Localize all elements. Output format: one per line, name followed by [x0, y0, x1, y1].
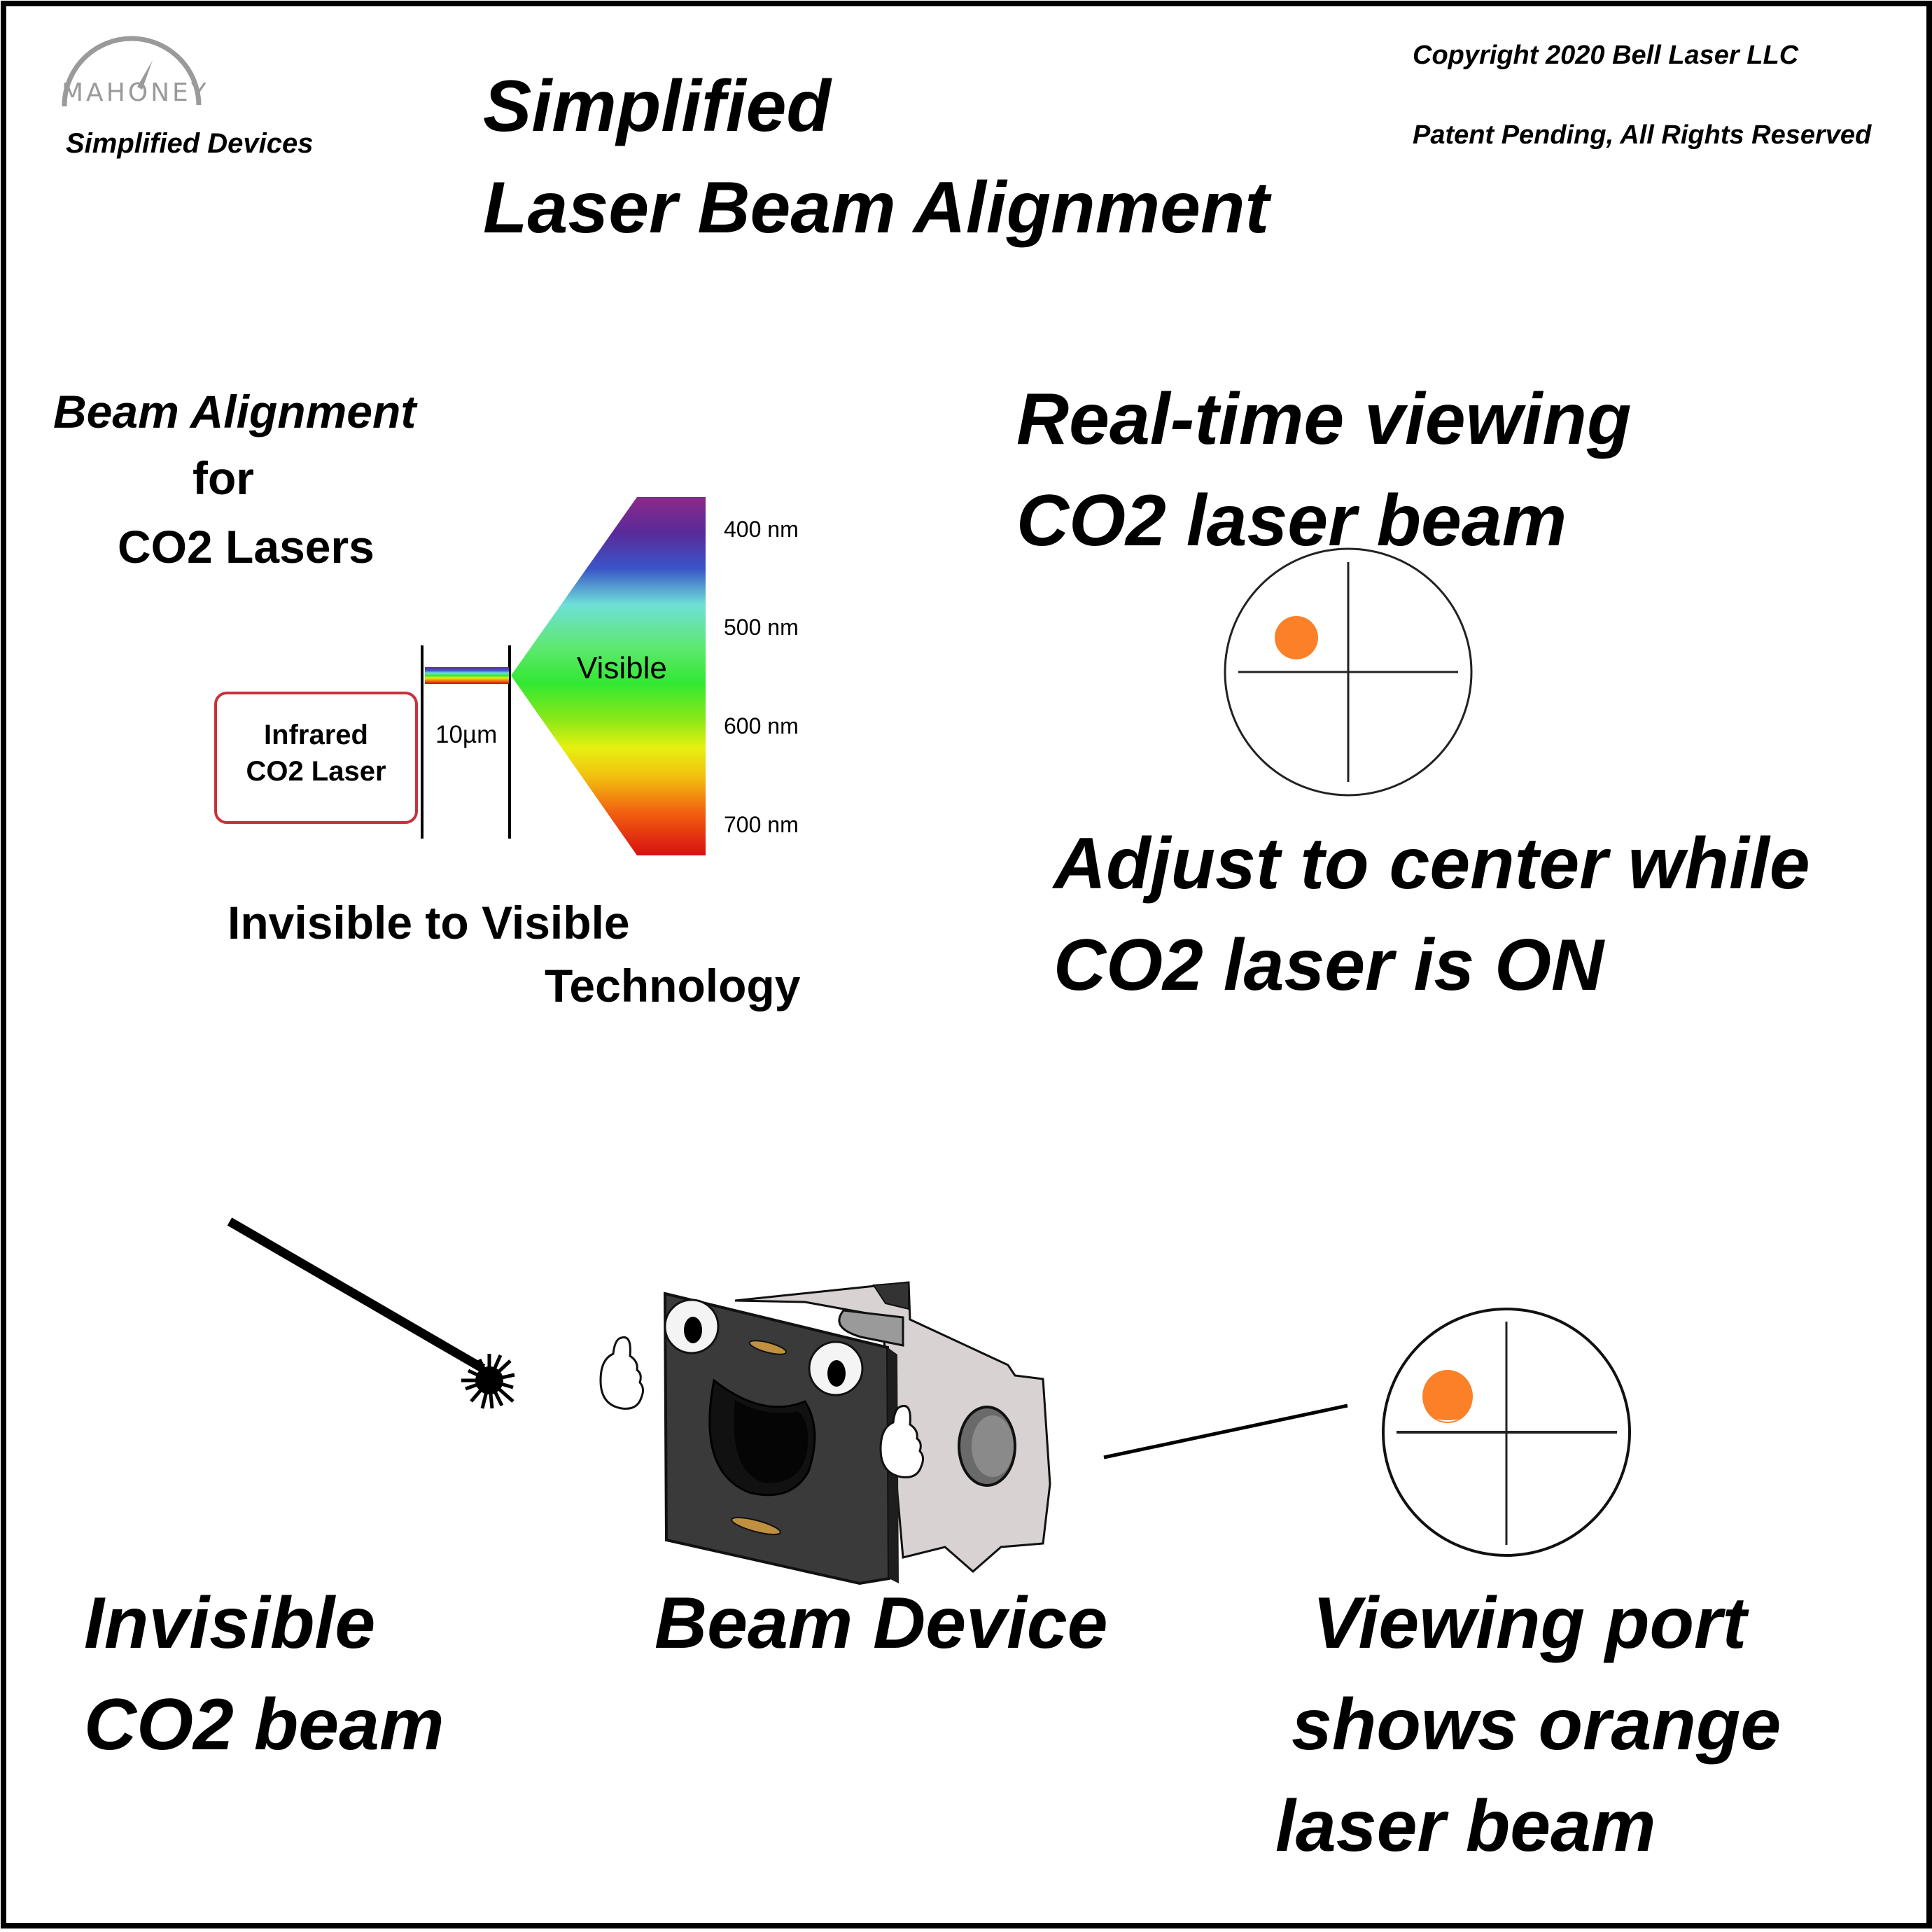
- realtime-heading-line1: Real-time viewing: [1016, 379, 1632, 460]
- ir-box-line2: CO2 Laser: [246, 756, 386, 787]
- device-caption: Beam Device: [654, 1583, 1108, 1664]
- mahoney-logo-icon: [62, 36, 202, 107]
- connector-line: [1103, 1404, 1348, 1460]
- beam-caption-line1: Invisible: [84, 1583, 376, 1664]
- left-heading-line2: for: [192, 452, 254, 504]
- beam-device-mascot: [599, 1281, 1051, 1586]
- visible-label: Visible: [577, 651, 667, 685]
- spectrum-band: [425, 667, 509, 684]
- orange-beam-spot-port: [1422, 1370, 1473, 1423]
- laser-burst-icon: [461, 1354, 515, 1409]
- spectrum-fan: [511, 497, 706, 855]
- orange-beam-spot: [1275, 616, 1318, 659]
- instruction-line1: Adjust to center while: [1054, 823, 1810, 904]
- left-heading-line1: Beam Alignment: [53, 386, 416, 438]
- left-heading-line3: CO2 Lasers: [118, 521, 374, 573]
- port-caption-line2: shows orange: [1292, 1684, 1782, 1765]
- copyright-text: Copyright 2020 Bell Laser LLC: [1413, 41, 1799, 70]
- laser-beam-icon: [227, 1217, 486, 1373]
- page-title-line2: Laser Beam Alignment: [483, 167, 1270, 248]
- target-reticle-top: [1224, 547, 1473, 797]
- gap-label: 10µm: [435, 721, 498, 748]
- beam-caption-line2: CO2 beam: [84, 1684, 444, 1765]
- wavelength-label-600: 600 nm: [724, 713, 799, 738]
- realtime-heading-line2: CO2 laser beam: [1016, 480, 1567, 561]
- page-title-line1: Simplified: [483, 66, 831, 147]
- port-caption-line1: Viewing port: [1312, 1583, 1747, 1664]
- technology-caption-line1: Invisible to Visible: [227, 897, 630, 948]
- wavelength-label-700: 700 nm: [724, 812, 799, 837]
- logo-wordmark: MAHONEY: [62, 78, 209, 107]
- patent-text: Patent Pending, All Rights Reserved: [1413, 120, 1872, 150]
- ir-box-line1: Infrared: [264, 720, 368, 750]
- instruction-line2: CO2 laser is ON: [1054, 925, 1604, 1006]
- port-caption-line3: laser beam: [1275, 1786, 1656, 1867]
- technology-caption-line2: Technology: [545, 960, 801, 1011]
- viewing-port-reticle: [1382, 1308, 1631, 1557]
- thumbs-up-left-icon: [599, 1336, 645, 1410]
- wavelength-label-500: 500 nm: [724, 615, 799, 640]
- thumbs-up-right-icon: [879, 1405, 925, 1478]
- wavelength-label-400: 400 nm: [724, 517, 799, 542]
- logo-tagline: Simplified Devices: [66, 128, 314, 159]
- spectrum-diagram: [421, 497, 706, 855]
- infrared-laser-box: Infrared CO2 Laser: [214, 692, 418, 824]
